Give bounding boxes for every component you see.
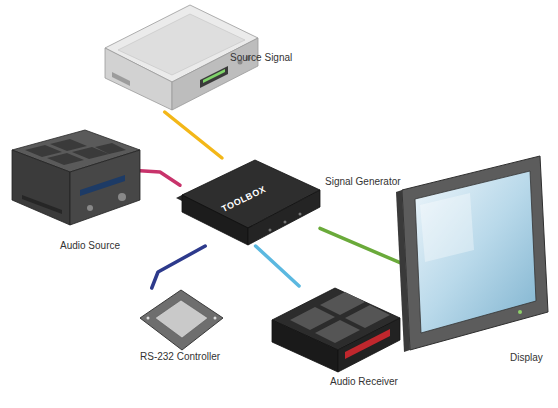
device-label: Audio Source <box>60 240 120 252</box>
device-node: Audio Source <box>12 130 140 227</box>
device-label: Source Signal <box>230 52 292 64</box>
signal-cable <box>140 171 180 186</box>
display-illustration <box>396 156 548 352</box>
device-node: Source Signal <box>105 0 258 112</box>
signal-cable <box>320 228 400 262</box>
audio-receiver-illustration <box>272 288 400 372</box>
device-node: RS-232 Controller <box>138 288 224 352</box>
device-label: RS-232 Controller <box>140 351 220 363</box>
audio-source-illustration <box>12 130 140 225</box>
signal-generator-illustration <box>176 160 320 245</box>
rs232-controller-illustration <box>140 290 223 350</box>
device-node: Audio Receiver <box>270 286 402 374</box>
device-node: Signal Generator <box>180 158 320 246</box>
signal-cable <box>152 246 205 288</box>
device-node: Display <box>400 156 550 350</box>
device-label: Audio Receiver <box>330 376 398 388</box>
device-label: Signal Generator <box>325 176 401 188</box>
signal-cable <box>256 246 299 286</box>
device-label: Display <box>510 352 543 364</box>
signal-cable <box>165 112 222 158</box>
